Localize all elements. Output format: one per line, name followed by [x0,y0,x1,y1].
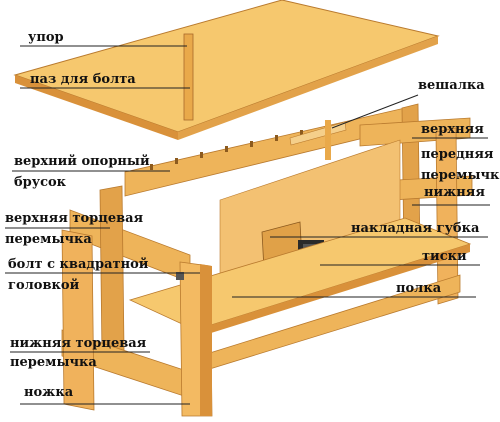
label-veshalka: вешалка [418,78,485,93]
label-tortsevaya-1: верхняя торцевая [5,211,144,226]
label-nakladnaya: накладная губка [351,221,480,236]
left-rear-foot [61,229,95,411]
label-verkhniy-2: брусок [14,175,67,190]
label-tiski: тиски [422,249,467,264]
hanger-post [325,120,331,160]
label-verkhnyaya-1: верхняя [421,122,484,137]
label-polka: полка [396,281,442,296]
label-nizh-tortsevaya-1: нижняя торцевая [10,336,147,351]
front-leg-shade [200,264,212,416]
stop-peg [183,33,194,121]
tabletop-edge [178,36,438,140]
label-tortsevaya-2: перемычка [5,232,92,247]
label-upor: упор [28,30,64,45]
label-verkhniy-1: верхний опорный [14,154,150,169]
label-bolt-2: головкой [8,278,80,293]
label-nizhnyaya: нижняя [424,185,486,200]
square-head-bolt [176,272,184,280]
label-verkhnyaya-2: передняя [421,147,494,162]
tabletop-side [15,75,178,140]
label-paz: паз для болта [30,72,136,87]
leader-veshalka [331,94,419,129]
label-verkhnyaya-3: перемычка [421,168,500,183]
label-nizh-tortsevaya-2: перемычка [10,355,97,370]
label-bolt-1: болт с квадратной [8,257,149,272]
shelf-edge [195,244,470,338]
label-nozhka: ножка [24,385,74,400]
